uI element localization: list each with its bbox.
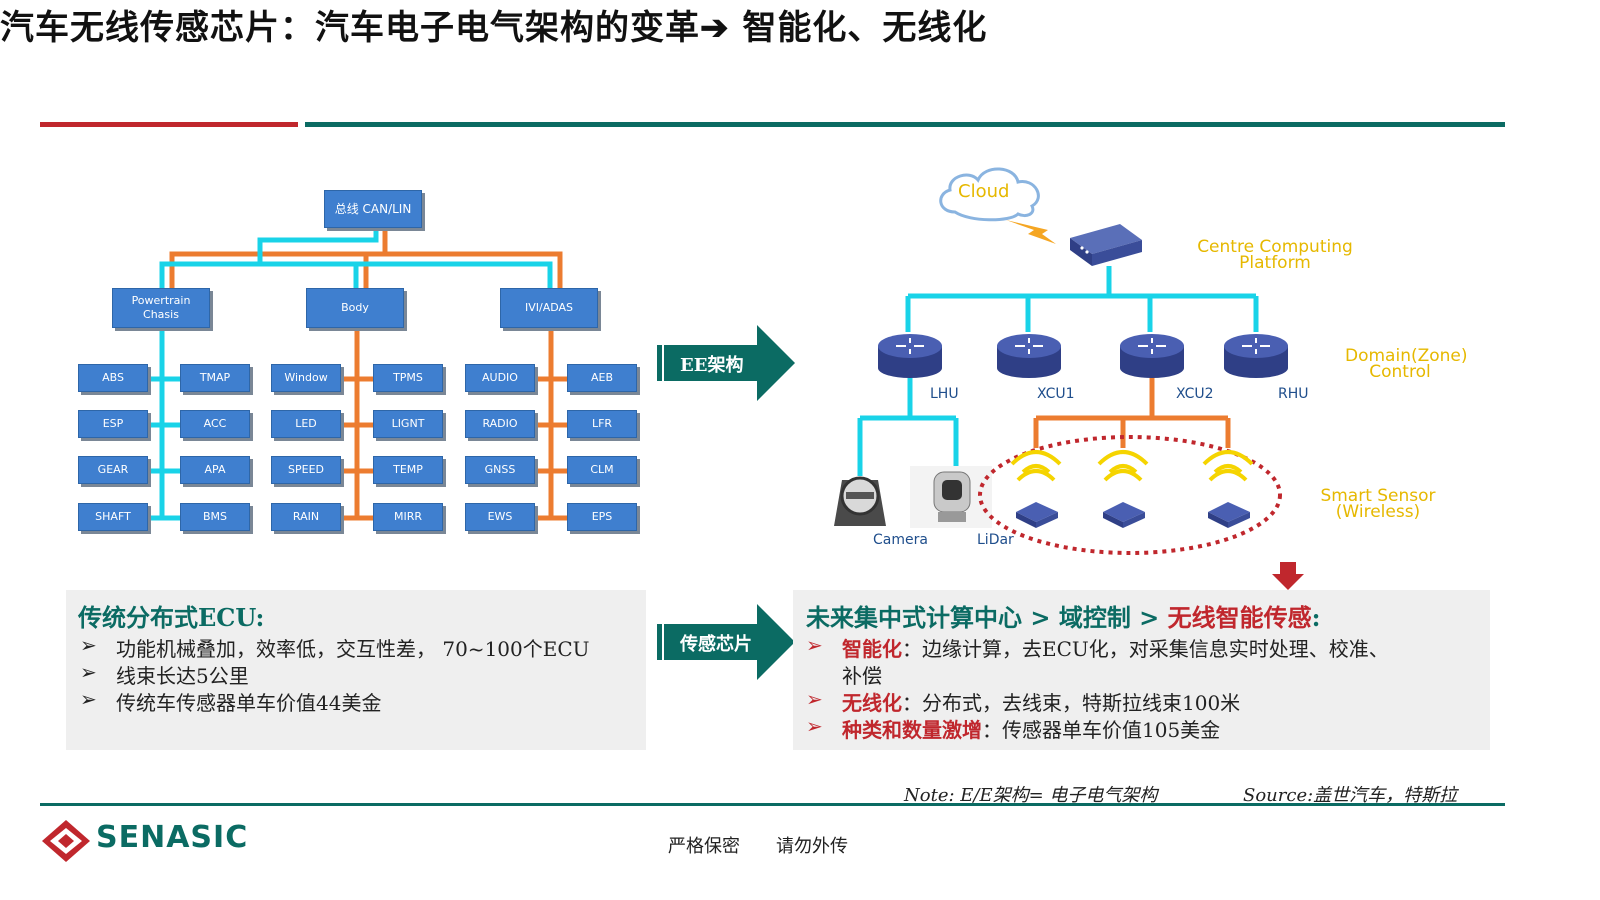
ecu-box: TEMP — [373, 456, 443, 484]
ecu-box: LIGNT — [373, 410, 443, 438]
bullet-key: 种类和数量激增 — [842, 718, 982, 742]
domain-body-box: Body — [306, 288, 404, 328]
switch-label-rhu: RHU — [1278, 386, 1309, 402]
ecu-bus-connectors — [144, 223, 571, 521]
ecu-box: BMS — [180, 503, 250, 531]
switch-icon — [1120, 334, 1184, 378]
switch-label-lhu: LHU — [930, 386, 959, 402]
ecu-box: Window — [271, 364, 341, 392]
switch-icon — [997, 334, 1061, 378]
camera-label: Camera — [873, 532, 928, 548]
footer-divider — [40, 803, 1505, 806]
ecu-box: LED — [271, 410, 341, 438]
traditional-ecu-panel — [66, 590, 646, 750]
lidar-icon — [910, 466, 992, 528]
bullet-text: ：边缘计算，去ECU化，对采集信息实时处理、校准、 — [902, 637, 1389, 661]
bullet-text: 线束长达5公里 — [116, 664, 249, 688]
wireless-sensor-icon — [1010, 450, 1062, 528]
lidar-label: LiDar — [977, 532, 1014, 548]
bullet-marker: ➢ — [80, 687, 97, 711]
title-underline-teal — [305, 122, 1505, 127]
future-bullet: ➢ 种类和数量激增：传感器单车价值105美金 — [806, 714, 1220, 743]
page-title: 汽车无线传感芯片：汽车电子电气架构的变革➔ 智能化、无线化 — [0, 8, 988, 48]
ecu-box: LFR — [567, 410, 637, 438]
bullet-text: 功能机械叠加，效率低，交互性差， 70~100个ECU — [116, 637, 590, 661]
ecu-box: SPEED — [271, 456, 341, 484]
bullet-marker: ➢ — [80, 660, 97, 684]
title-underline-red — [40, 122, 298, 127]
ecu-box: GNSS — [465, 456, 535, 484]
domain-ivi-adas-box: IVI/ADAS — [500, 288, 598, 328]
cloud-label: Cloud — [958, 181, 1010, 202]
future-architecture-heading: 未来集中式计算中心 > 域控制 > 无线智能传感: — [806, 598, 1321, 633]
ecu-box: APA — [180, 456, 250, 484]
ecu-box: EWS — [465, 503, 535, 531]
future-bullet: ➢ 智能化：边缘计算，去ECU化，对采集信息实时处理、校准、 — [806, 633, 1389, 662]
down-arrow-icon — [1272, 562, 1304, 590]
heading-part2: 无线智能传感 — [1167, 603, 1312, 632]
bullet-key: 智能化 — [842, 637, 902, 661]
switch-icon — [878, 334, 942, 378]
bullet-text: 传统车传感器单车价值44美金 — [116, 691, 382, 715]
ee-arrow-label: EE架构 — [680, 355, 744, 376]
ecu-box: ACC — [180, 410, 250, 438]
ecu-box: EPS — [567, 503, 637, 531]
footer-no-share: 请勿外传 — [776, 836, 848, 857]
bus-can-lin-box: 总线 CAN/LIN — [324, 190, 422, 228]
future-architecture-panel — [793, 590, 1490, 750]
domain-control-label: Domain(Zone) Control — [1345, 346, 1468, 382]
ecu-box: ABS — [78, 364, 148, 392]
ecu-box: TPMS — [373, 364, 443, 392]
future-bullet: ➢ 无线化：分布式，去线束，特斯拉线束100米 — [806, 687, 1240, 716]
bullet-text: ：传感器单车价值105美金 — [982, 718, 1221, 742]
traditional-ecu-heading: 传统分布式ECU: — [78, 603, 265, 632]
ecu-box: AEB — [567, 364, 637, 392]
sensor-chip-arrow-shape — [657, 604, 795, 680]
switch-label-xcu1: XCU1 — [1037, 386, 1075, 402]
ecu-box: GEAR — [78, 456, 148, 484]
ecu-box: AUDIO — [465, 364, 535, 392]
ecu-box: CLM — [567, 456, 637, 484]
traditional-bullet: ➢ 线束长达5公里 — [80, 660, 249, 689]
traditional-bullet: ➢ 功能机械叠加，效率低，交互性差， 70~100个ECU — [80, 633, 590, 662]
ee-arrow-shape — [657, 325, 795, 401]
footer-confidential: 严格保密 — [668, 836, 740, 857]
ecu-box: RAIN — [271, 503, 341, 531]
bullet-marker: ➢ — [80, 633, 97, 657]
bullet-marker: ➢ — [806, 687, 823, 711]
ecu-box: RADIO — [465, 410, 535, 438]
centre-computing-icon — [1070, 224, 1142, 266]
centre-computing-label: Centre Computing Platform — [1197, 237, 1353, 273]
bullet-text: ：分布式，去线束，特斯拉线束100米 — [902, 691, 1241, 715]
sensor-chip-arrow-label: 传感芯片 — [680, 634, 752, 655]
ecu-box: SHAFT — [78, 503, 148, 531]
switch-icon — [1224, 334, 1288, 378]
future-bullet-continuation: 补偿 — [842, 660, 882, 689]
note-text: Note: E/E架构= 电子电气架构 — [904, 785, 1158, 806]
camera-icon — [834, 476, 886, 526]
bullet-text: 补偿 — [842, 664, 882, 688]
ecu-box: ESP — [78, 410, 148, 438]
heading-colon: : — [1311, 603, 1321, 632]
ecu-box: TMAP — [180, 364, 250, 392]
smart-sensor-label: Smart Sensor (Wireless) — [1320, 486, 1436, 522]
wireless-sensor-icon — [1097, 450, 1149, 528]
source-text: Source:盖世汽车，特斯拉 — [1243, 785, 1458, 806]
bullet-marker: ➢ — [806, 714, 823, 738]
domain-powertrain-box: Powertrain Chasis — [112, 288, 210, 328]
bullet-marker: ➢ — [806, 633, 823, 657]
switch-label-xcu2: XCU2 — [1176, 386, 1214, 402]
network-topology — [834, 167, 1304, 590]
traditional-bullet: ➢ 传统车传感器单车价值44美金 — [80, 687, 381, 716]
senasic-logo-icon — [42, 820, 90, 862]
cloud-icon — [939, 167, 1040, 222]
senasic-logo-text: SENASIC — [96, 820, 249, 855]
heading-part1: 未来集中式计算中心 > 域控制 > — [806, 603, 1168, 632]
lightning-icon — [1006, 220, 1056, 244]
bullet-key: 无线化 — [842, 691, 902, 715]
ecu-box: MIRR — [373, 503, 443, 531]
wireless-sensor-icon — [1202, 450, 1254, 528]
